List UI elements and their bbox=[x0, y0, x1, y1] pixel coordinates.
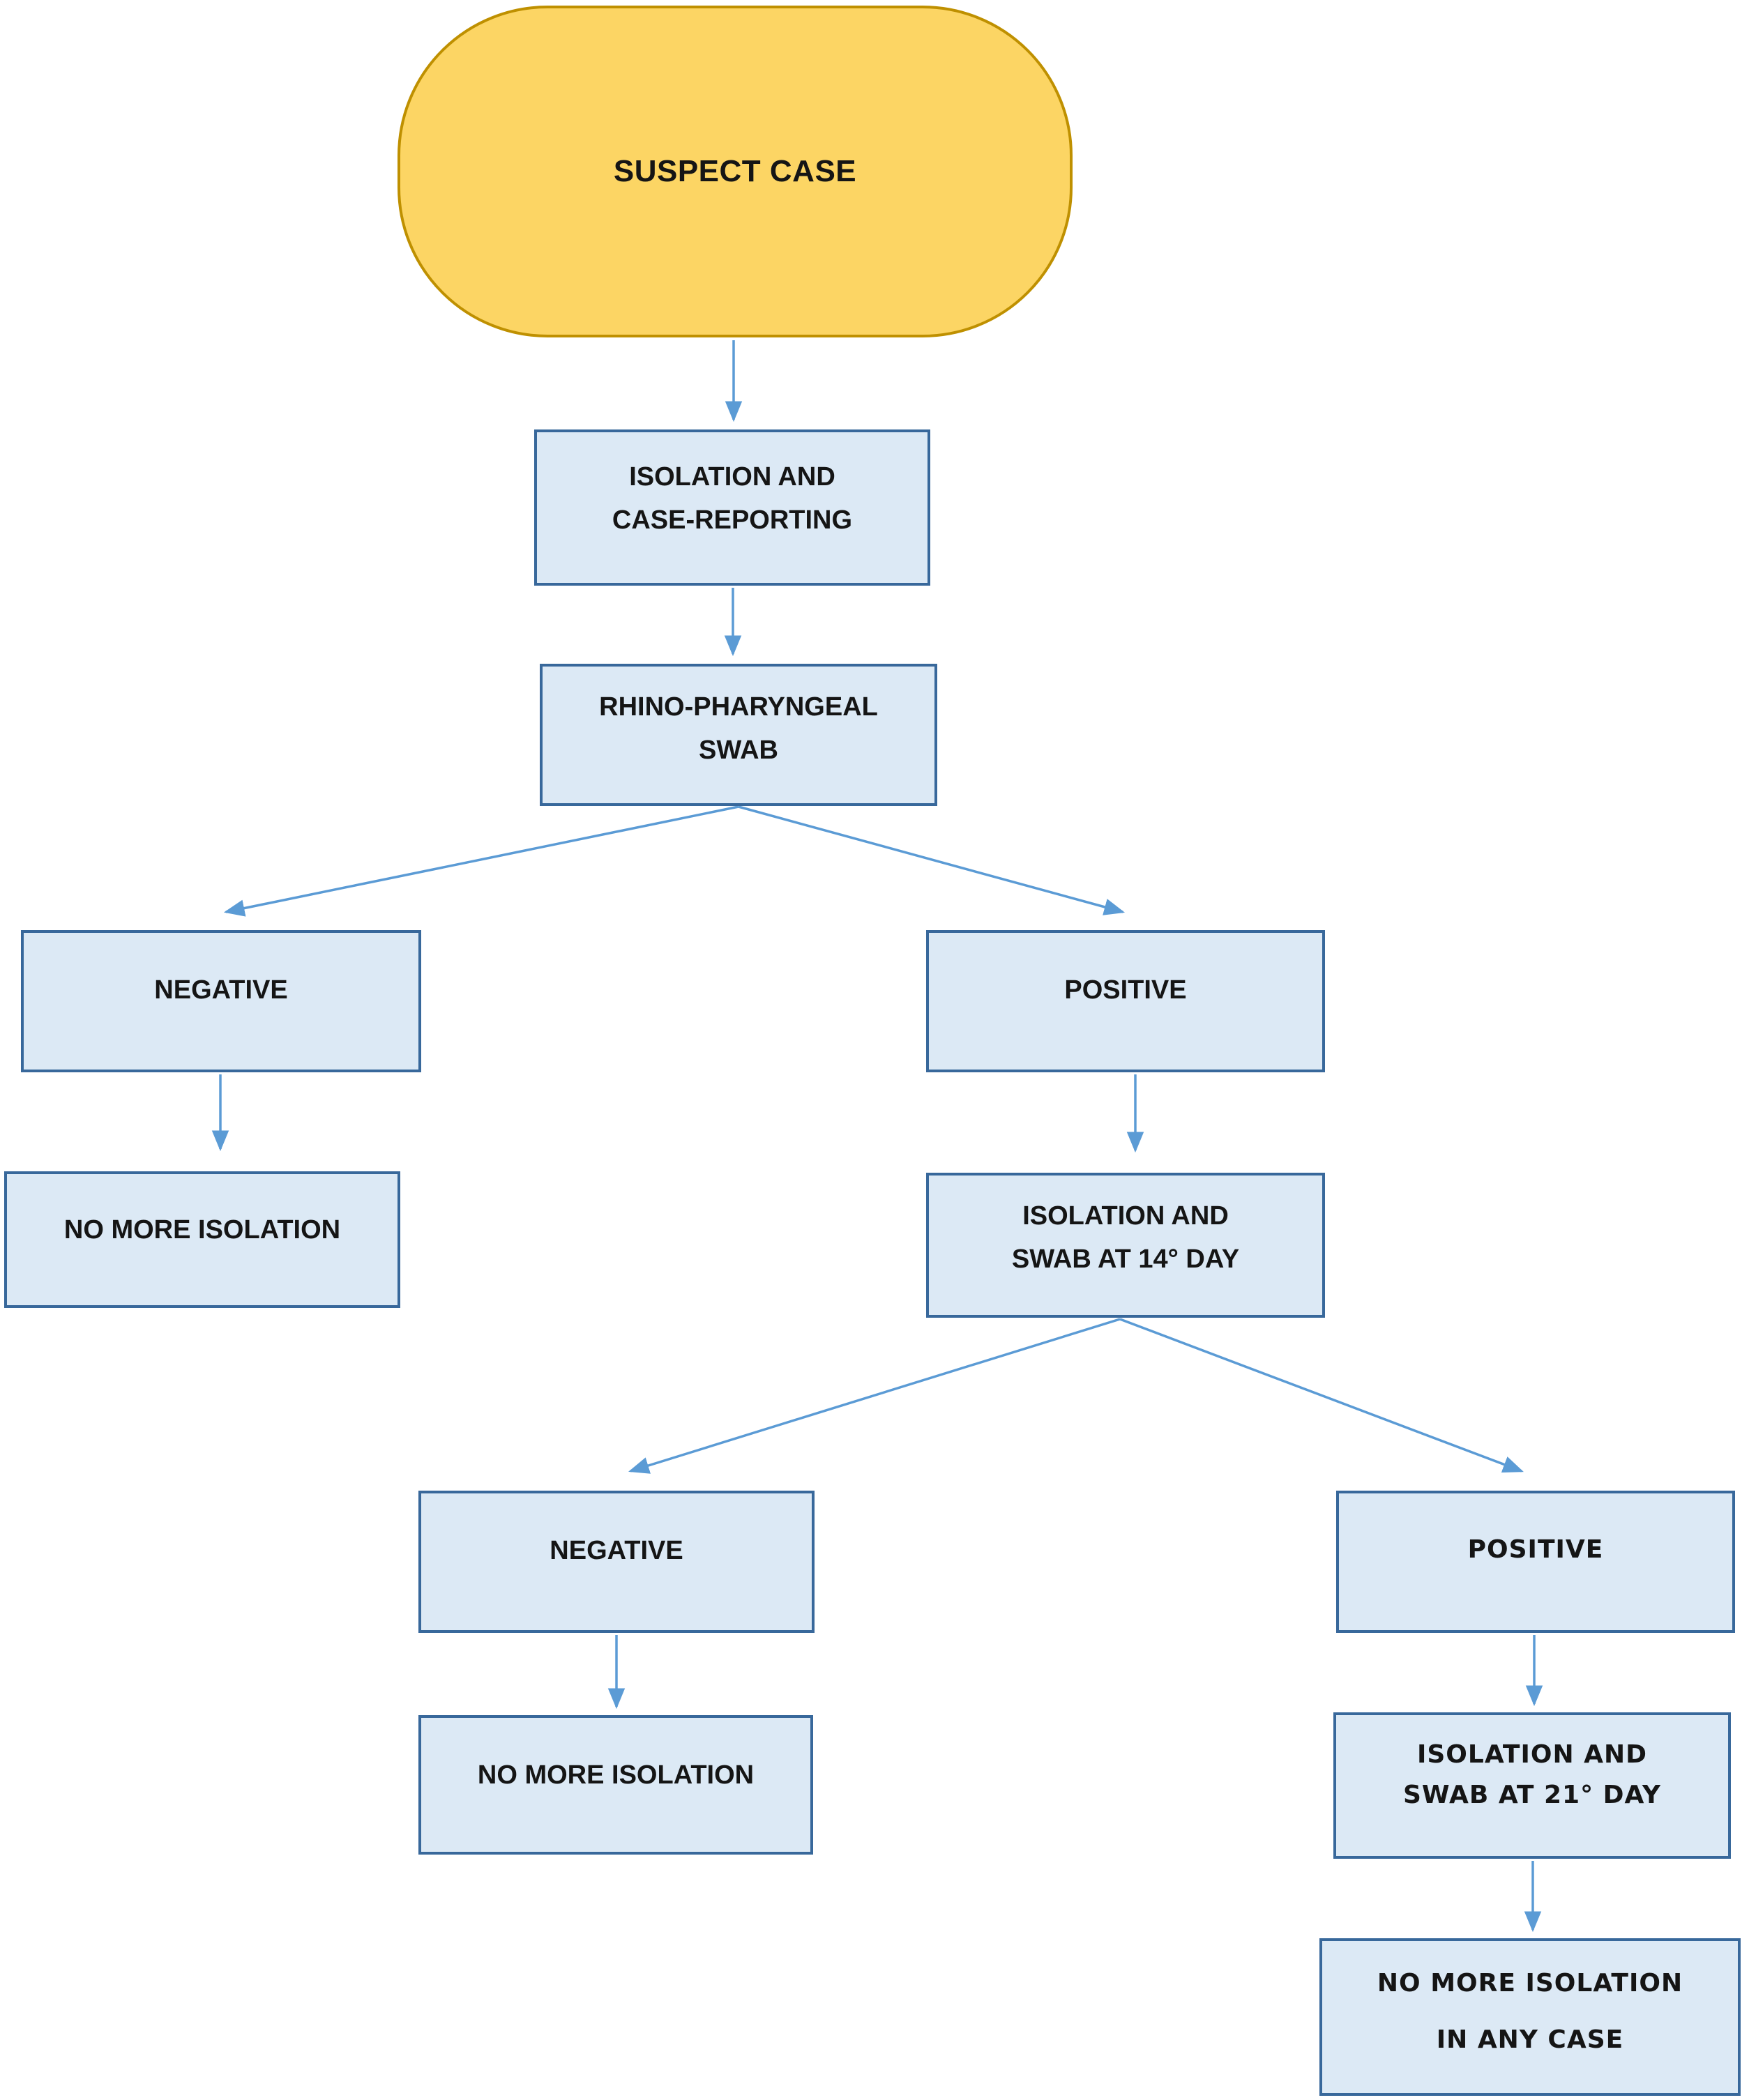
node-no-more-isolation-any-case-line2: IN ANY CASE bbox=[1436, 2025, 1624, 2054]
node-no-more-isolation-first: NO MORE ISOLATION bbox=[4, 1171, 400, 1308]
connector-rhino-to-positive1 bbox=[738, 805, 1126, 915]
node-suspect-case-label: SUSPECT CASE bbox=[613, 154, 857, 188]
node-positive-first-label: POSITIVE bbox=[1064, 975, 1187, 1005]
node-negative-second-label: NEGATIVE bbox=[550, 1536, 683, 1565]
node-positive-second: POSITIVE bbox=[1336, 1491, 1735, 1633]
node-isolation-and-swab-14-day: ISOLATION AND SWAB AT 14° DAY bbox=[926, 1173, 1325, 1318]
node-no-more-isolation-second: NO MORE ISOLATION bbox=[418, 1715, 813, 1855]
connector-swab14-to-positive2 bbox=[1119, 1318, 1524, 1473]
node-suspect-case: SUSPECT CASE bbox=[397, 6, 1073, 337]
node-isolation-and-case-reporting: ISOLATION AND CASE-REPORTING bbox=[534, 429, 930, 586]
node-isolation-and-swab-21-day-line1: ISOLATION AND bbox=[1416, 1740, 1648, 1769]
node-negative-second: NEGATIVE bbox=[418, 1491, 815, 1633]
connector-swab14-to-negative2 bbox=[628, 1318, 1121, 1474]
node-no-more-isolation-any-case-line1: NO MORE ISOLATION bbox=[1377, 1969, 1683, 1998]
node-rhino-pharyngeal-swab: RHINO-PHARYNGEAL SWAB bbox=[540, 664, 937, 806]
node-no-more-isolation-any-case: NO MORE ISOLATION IN ANY CASE bbox=[1319, 1938, 1741, 2096]
node-positive-second-label: POSITIVE bbox=[1467, 1535, 1604, 1564]
node-isolation-and-swab-21-day-line2: SWAB AT 21° DAY bbox=[1402, 1781, 1661, 1810]
node-isolation-and-case-reporting-line2: CASE-REPORTING bbox=[612, 505, 853, 535]
node-negative-first-label: NEGATIVE bbox=[154, 975, 288, 1005]
node-isolation-and-case-reporting-line1: ISOLATION AND bbox=[629, 462, 835, 492]
node-rhino-pharyngeal-swab-line2: SWAB bbox=[699, 735, 778, 765]
node-no-more-isolation-second-label: NO MORE ISOLATION bbox=[477, 1760, 755, 1790]
node-isolation-and-swab-21-day: ISOLATION AND SWAB AT 21° DAY bbox=[1333, 1712, 1731, 1859]
node-isolation-and-swab-14-day-line1: ISOLATION AND bbox=[1022, 1201, 1229, 1231]
node-rhino-pharyngeal-swab-line1: RHINO-PHARYNGEAL bbox=[599, 692, 878, 722]
node-positive-first: POSITIVE bbox=[926, 930, 1325, 1072]
node-isolation-and-swab-14-day-line2: SWAB AT 14° DAY bbox=[1011, 1244, 1240, 1274]
connector-rhino-to-negative1 bbox=[223, 805, 739, 917]
node-negative-first: NEGATIVE bbox=[21, 930, 421, 1072]
node-no-more-isolation-first-label: NO MORE ISOLATION bbox=[63, 1215, 341, 1245]
